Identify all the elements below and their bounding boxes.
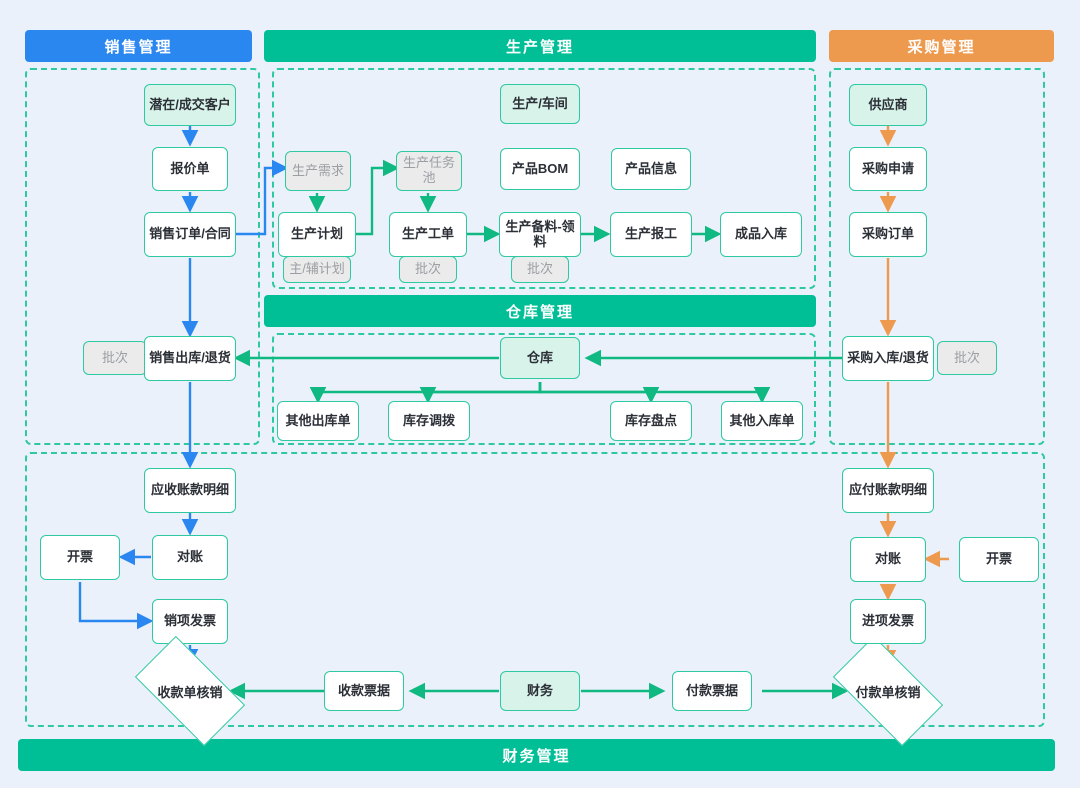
node-label: 主/辅计划 bbox=[289, 261, 345, 277]
node-label: 其他出库单 bbox=[285, 412, 351, 428]
group-box-finance bbox=[25, 452, 1045, 727]
node-label: 开票 bbox=[66, 549, 93, 565]
node-production-material[interactable]: 生产备料-领料 bbox=[499, 212, 581, 257]
node-sales-outbound[interactable]: 销售出库/退货 bbox=[144, 336, 236, 381]
node-label: 应付账款明细 bbox=[848, 482, 927, 498]
node-other-inbound[interactable]: 其他入库单 bbox=[721, 401, 803, 441]
node-production-report[interactable]: 生产报工 bbox=[610, 212, 692, 257]
node-production-plan-sub[interactable]: 主/辅计划 bbox=[283, 256, 351, 283]
section-header-sales: 销售管理 bbox=[25, 30, 252, 62]
node-label: 批次 bbox=[101, 349, 128, 365]
node-other-outbound[interactable]: 其他出库单 bbox=[277, 401, 359, 441]
node-stock-transfer[interactable]: 库存调拨 bbox=[388, 401, 470, 441]
node-product-bom[interactable]: 产品BOM bbox=[500, 148, 580, 190]
node-label: 生产报工 bbox=[624, 226, 677, 242]
node-ar-detail[interactable]: 应收账款明细 bbox=[144, 468, 236, 513]
node-ap-detail[interactable]: 应付账款明细 bbox=[842, 468, 934, 513]
node-label: 付款票据 bbox=[685, 682, 738, 698]
node-label: 收款单核销 bbox=[157, 684, 223, 700]
node-label: 对账 bbox=[874, 551, 901, 567]
node-label: 批次 bbox=[414, 261, 441, 277]
node-production-plan[interactable]: 生产计划 bbox=[278, 212, 356, 257]
node-finished-inbound[interactable]: 成品入库 bbox=[720, 212, 802, 257]
node-payment-voucher[interactable]: 付款票据 bbox=[672, 671, 752, 711]
node-label: 生产计划 bbox=[290, 226, 343, 242]
node-ar-reconciliation[interactable]: 对账 bbox=[152, 535, 228, 580]
node-label: 生产工单 bbox=[401, 226, 454, 242]
node-stock-count[interactable]: 库存盘点 bbox=[610, 401, 692, 441]
node-purchase-inbound[interactable]: 采购入库/退货 bbox=[842, 336, 934, 381]
node-label: 供应商 bbox=[868, 96, 908, 112]
node-label: 潜在/成交客户 bbox=[149, 96, 231, 112]
section-header-purchase: 采购管理 bbox=[829, 30, 1054, 62]
node-ap-invoice-issue[interactable]: 开票 bbox=[959, 537, 1039, 582]
node-label: 销售出库/退货 bbox=[149, 350, 231, 366]
node-label: 库存盘点 bbox=[624, 412, 677, 428]
node-label: 批次 bbox=[526, 261, 553, 277]
node-label: 对账 bbox=[176, 549, 203, 565]
node-label: 其他入库单 bbox=[729, 412, 795, 428]
node-label: 生产需求 bbox=[291, 162, 344, 178]
group-box-purchase bbox=[829, 68, 1045, 445]
node-receipt-voucher[interactable]: 收款票据 bbox=[324, 671, 404, 711]
section-header-production: 生产管理 bbox=[264, 30, 816, 62]
node-label: 生产任务池 bbox=[402, 155, 455, 185]
node-finance[interactable]: 财务 bbox=[500, 671, 580, 711]
node-quotation[interactable]: 报价单 bbox=[152, 147, 228, 191]
section-header-finance: 财务管理 bbox=[18, 739, 1055, 771]
node-payment-writeoff[interactable]: 付款单核销 bbox=[832, 635, 944, 747]
node-label: 付款单核销 bbox=[855, 684, 921, 700]
node-receipt-writeoff[interactable]: 收款单核销 bbox=[134, 635, 246, 747]
group-box-warehouse bbox=[272, 333, 816, 445]
node-customer[interactable]: 潜在/成交客户 bbox=[144, 84, 236, 126]
node-label: 采购入库/退货 bbox=[847, 350, 929, 366]
section-title-finance: 财务管理 bbox=[502, 747, 571, 765]
group-box-sales bbox=[25, 68, 260, 445]
node-output-invoice[interactable]: 销项发票 bbox=[152, 599, 228, 644]
node-supplier[interactable]: 供应商 bbox=[849, 84, 927, 126]
node-sales-batch[interactable]: 批次 bbox=[83, 341, 147, 375]
node-label: 销售订单/合同 bbox=[149, 226, 231, 242]
section-title-sales: 销售管理 bbox=[104, 38, 173, 56]
node-label: 批次 bbox=[953, 349, 980, 365]
node-label: 销项发票 bbox=[163, 613, 216, 629]
node-production-demand[interactable]: 生产需求 bbox=[285, 151, 351, 191]
node-label: 应收账款明细 bbox=[150, 482, 229, 498]
node-label: 生产备料-领料 bbox=[505, 218, 575, 249]
node-label: 进项发票 bbox=[861, 613, 914, 629]
node-label: 报价单 bbox=[170, 160, 210, 176]
node-ap-reconciliation[interactable]: 对账 bbox=[850, 537, 926, 582]
node-warehouse[interactable]: 仓库 bbox=[500, 337, 580, 379]
node-label: 库存调拨 bbox=[402, 412, 455, 428]
node-label: 收款票据 bbox=[337, 682, 390, 698]
node-label: 产品BOM bbox=[511, 160, 569, 176]
node-production-work-order[interactable]: 生产工单 bbox=[389, 212, 467, 257]
node-production-workshop[interactable]: 生产/车间 bbox=[500, 84, 580, 124]
node-label: 开票 bbox=[985, 551, 1012, 567]
section-title-production: 生产管理 bbox=[505, 38, 574, 56]
node-ar-invoice-issue[interactable]: 开票 bbox=[40, 535, 120, 580]
node-production-material-batch[interactable]: 批次 bbox=[511, 256, 569, 283]
node-label: 采购订单 bbox=[861, 226, 914, 242]
section-title-warehouse: 仓库管理 bbox=[505, 303, 574, 321]
node-purchase-request[interactable]: 采购申请 bbox=[849, 147, 927, 191]
node-label: 成品入库 bbox=[734, 226, 787, 242]
node-purchase-order[interactable]: 采购订单 bbox=[849, 212, 927, 257]
node-label: 仓库 bbox=[526, 349, 553, 365]
section-title-purchase: 采购管理 bbox=[907, 38, 976, 56]
node-input-invoice[interactable]: 进项发票 bbox=[850, 599, 926, 644]
node-label: 财务 bbox=[526, 682, 553, 698]
section-header-warehouse: 仓库管理 bbox=[264, 295, 816, 327]
node-label: 产品信息 bbox=[624, 160, 677, 176]
node-product-info[interactable]: 产品信息 bbox=[611, 148, 691, 190]
group-box-production bbox=[272, 68, 816, 289]
node-label: 采购申请 bbox=[861, 160, 914, 176]
node-production-work-order-batch[interactable]: 批次 bbox=[399, 256, 457, 283]
node-sales-order[interactable]: 销售订单/合同 bbox=[144, 212, 236, 257]
node-purchase-batch[interactable]: 批次 bbox=[937, 341, 997, 375]
node-label: 生产/车间 bbox=[512, 95, 568, 111]
node-production-task-pool[interactable]: 生产任务池 bbox=[396, 151, 462, 191]
